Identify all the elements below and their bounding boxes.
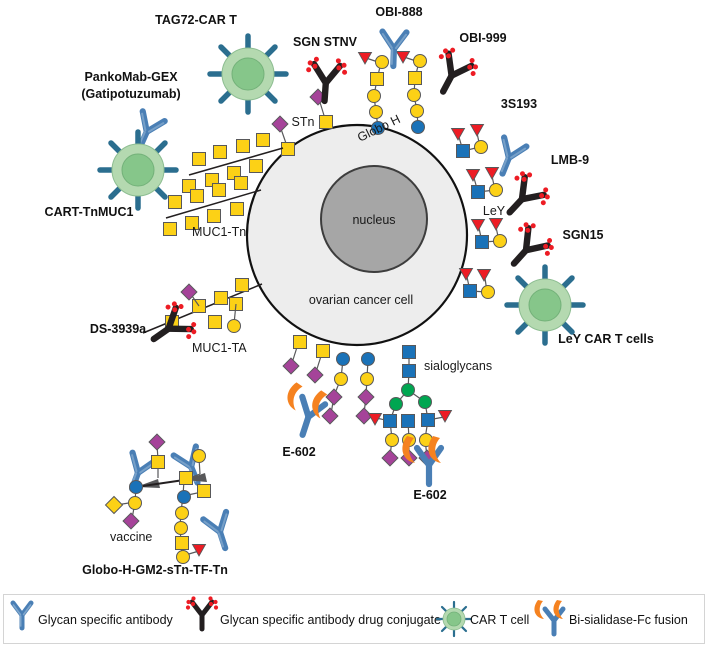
nucleus-label: nucleus [352, 213, 395, 227]
sialyl-chain-b [355, 352, 375, 425]
legend-item-glycan-specific-antibody-drug-conjugate: Glycan specific antibody drug conjugate [186, 596, 441, 629]
e-602-left-label: E-602 [282, 445, 315, 459]
e-602-bottom-label: E-602 [413, 488, 446, 502]
globo-h-gm2-stn-tf-tn-label: Globo-H-GM2-sTn-TF-Tn [82, 563, 228, 577]
ley-glycan-group: LeY [451, 124, 507, 299]
muc1-ta-group: MUC1-TA [142, 278, 263, 355]
ley-glycan-1 [451, 124, 488, 158]
vaccine-cluster: vaccine Globo-H-GM2-sTn-TF-Tn [82, 433, 236, 577]
legend-item-glycan-specific-antibody: Glycan specific antibody [13, 603, 174, 628]
ley-glycan-4 [459, 268, 495, 299]
legend-item-car-t-cell: CAR T cell [435, 600, 529, 638]
tag72-car-t-label: TAG72-CAR T [155, 13, 237, 27]
sialyl-chains-left [321, 352, 375, 425]
pankomab-gex-label-line2: (Gatipotuzumab) [81, 87, 180, 101]
ley-car-t-cells-label: LeY CAR T cells [558, 332, 654, 346]
car-t-cell-icon [435, 600, 473, 638]
antibody-black-adc-icon [186, 596, 218, 629]
muc1-tn-chain-2 [163, 176, 262, 236]
vaccine-glycan-construct [105, 433, 211, 564]
stn-glycan-1 [271, 115, 295, 156]
sgn-stnv-adc[interactable] [304, 56, 348, 102]
stn-antigen-label: STn [292, 115, 315, 129]
lmb-9-label: LMB-9 [551, 153, 589, 167]
muc1-lower-chain [282, 335, 330, 384]
muc1-ta-antigen-label: MUC1-TA [192, 341, 247, 355]
3s193-label: 3S193 [501, 97, 537, 111]
ley-glycan-2 [466, 167, 503, 199]
obi-999-label: OBI-999 [459, 31, 506, 45]
globo-h-chain-1 [358, 52, 389, 135]
legend: Glycan specific antibody Glycan specific… [3, 594, 705, 644]
ley-glycan-3 [471, 218, 507, 249]
sgn15-adc[interactable] [499, 218, 559, 278]
muc1-tn-chain-1 [182, 133, 284, 193]
legend-label-glycan-specific-antibody-drug-conjugate: Glycan specific antibody drug conjugate [220, 613, 441, 627]
cart-tnmuc1-car-t-cell[interactable] [100, 132, 176, 208]
antibody-blue-icon [13, 603, 31, 628]
pankomab-gex-label-line1: PankoMab-GEX [84, 70, 178, 84]
obi-999-adc[interactable] [425, 44, 482, 102]
sialoglycans-antigen-label: sialoglycans [424, 359, 492, 373]
ley-antigen-label: LeY [483, 204, 506, 218]
sialyl-chain-a [321, 352, 350, 425]
sgn-stnv-label: SGN STNV [293, 35, 358, 49]
ovarian-cancer-cell: nucleus ovarian cancer cell [245, 123, 469, 347]
stn-glycan-group: STn [271, 88, 333, 156]
nucleus [320, 165, 428, 273]
legend-svg: Glycan specific antibody Glycan specific… [4, 595, 688, 638]
sialoglycan-n-glycan: sialoglycans [368, 345, 492, 467]
cell-label: ovarian cancer cell [309, 293, 413, 307]
sgn15-label: SGN15 [563, 228, 604, 242]
vaccine-label: vaccine [110, 530, 152, 544]
legend-label-bi-sialidase-fc-fusion: Bi-sialidase-Fc fusion [569, 613, 688, 627]
stn-glycan-2 [309, 88, 333, 129]
muc1-tn-group: MUC1-Tn [163, 133, 284, 239]
legend-label-car-t-cell: CAR T cell [470, 613, 529, 627]
bi-sialidase-fc-icon [534, 600, 563, 634]
legend-label-glycan-specific-antibody: Glycan specific antibody [38, 613, 174, 627]
tag72-car-t-cell[interactable] [210, 36, 286, 112]
obi-888-label: OBI-888 [375, 5, 422, 19]
legend-item-bi-sialidase-fc-fusion: Bi-sialidase-Fc fusion [534, 600, 688, 634]
e-602-left-bi-sialidase[interactable] [277, 381, 329, 439]
globo-h-chain-2 [396, 51, 427, 134]
muc1-tn-antigen-label: MUC1-Tn [192, 225, 246, 239]
ds-3939a-label: DS-3939a [90, 322, 147, 336]
vaccine-antibody-3[interactable] [203, 512, 236, 552]
cart-tnmuc1-label: CART-TnMUC1 [45, 205, 134, 219]
